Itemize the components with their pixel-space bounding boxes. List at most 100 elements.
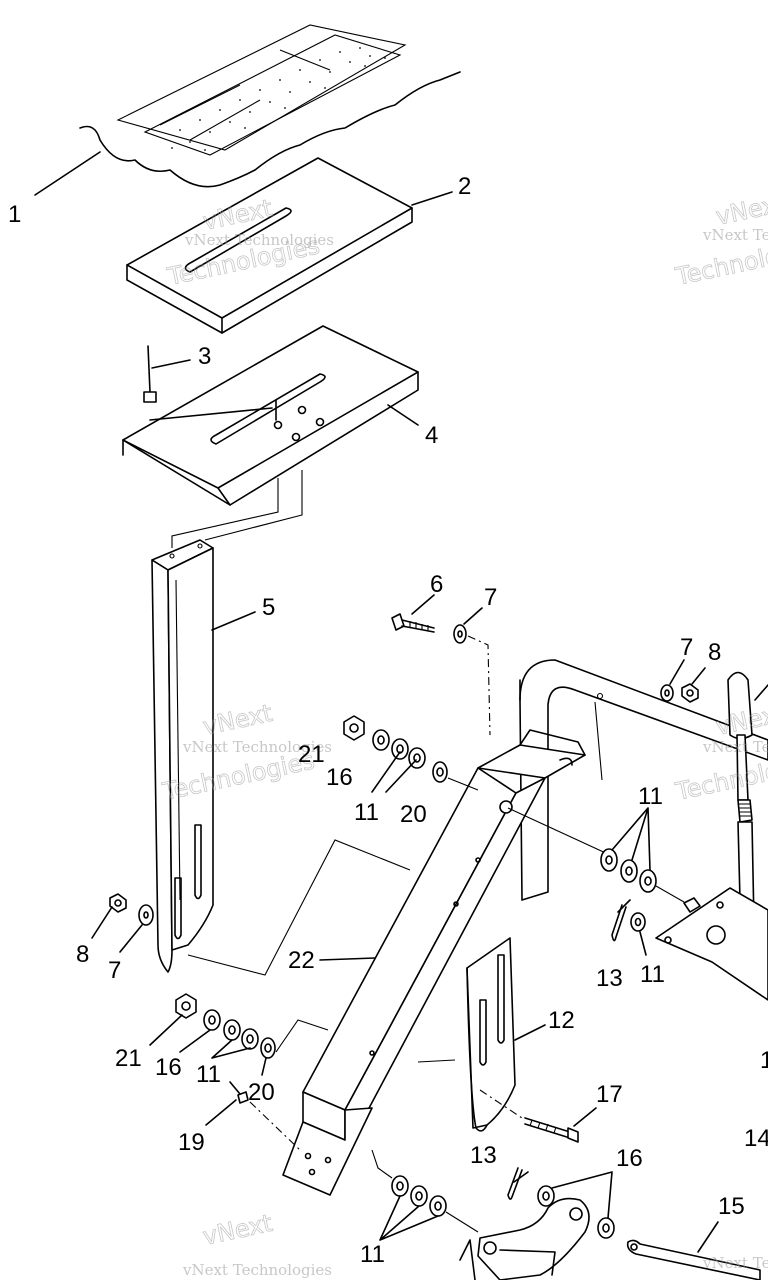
part-12-inner-rail (466, 937, 516, 1132)
pivot-bracket (655, 887, 768, 1001)
leader-6 (411, 594, 435, 615)
axis-upper (447, 777, 611, 856)
svg-text:vNext Technologies: vNext Technologies (184, 231, 334, 249)
callout-11-right: 11 (638, 783, 663, 810)
callout-3: 3 (198, 343, 211, 370)
part-7-washer-right (660, 684, 674, 702)
callout-4: 4 (425, 422, 438, 449)
leader-11d (211, 1039, 251, 1059)
callout-11-lower: 11 (196, 1061, 221, 1088)
svg-text:vNext Technologies: vNext Technologies (702, 738, 768, 756)
callout-21-lower: 21 (115, 1045, 142, 1072)
leader-11e (379, 1195, 439, 1241)
callout-5: 5 (262, 594, 275, 621)
part-21-nut-lower (175, 993, 197, 1019)
part-8-nut-right (681, 683, 699, 703)
callout-21-upper: 21 (298, 741, 325, 768)
link-lower (275, 1019, 329, 1053)
part-20-washer-upper (432, 761, 448, 783)
callout-16-upper: 16 (326, 764, 353, 791)
leader-19 (205, 1099, 237, 1126)
leader-20b (261, 1057, 267, 1076)
part-16-washer-upper (372, 729, 390, 751)
link-arm-plate (459, 1197, 590, 1280)
leader-7c (669, 659, 685, 685)
leader-7a (119, 924, 143, 953)
svg-text:vNext Technologies: vNext Technologies (702, 1254, 768, 1272)
leader-11a (371, 751, 417, 793)
link-5-22 (187, 839, 411, 976)
leader-2 (411, 191, 453, 206)
svg-text:vNext Technologies: vNext Technologies (182, 738, 332, 756)
part-6-bolt (391, 613, 435, 633)
svg-text:vNext: vNext (713, 189, 768, 231)
leader-21b (149, 1014, 183, 1046)
svg-text:vNext: vNext (200, 1209, 274, 1251)
part-11-washers-right (600, 848, 657, 893)
part-11-washer-single (630, 912, 646, 932)
callout-8-left: 8 (76, 941, 89, 968)
leader-7b (463, 607, 483, 625)
callout-11-bottom: 11 (360, 1241, 385, 1268)
part-2-top-plate (126, 157, 413, 334)
part-13-cotter-pin-lower (507, 1167, 529, 1200)
part-8-nut-left (109, 893, 127, 913)
callout-11-upper: 11 (354, 799, 379, 826)
leader-15 (697, 1221, 719, 1253)
callout-7-left: 7 (108, 957, 121, 984)
callout-13-lower: 13 (470, 1142, 497, 1169)
callout-17: 17 (596, 1081, 623, 1108)
callout-22: 22 (288, 947, 315, 974)
callout-13-right: 13 (596, 965, 623, 992)
part-15-rod (626, 1239, 761, 1280)
callout-labels: 1 2 3 4 5 6 7 7 8 21 16 11 20 11 8 7 22 … (8, 173, 768, 1268)
part-21-nut-upper (343, 715, 365, 741)
part-11-washers-upper (391, 738, 426, 769)
callout-8-right: 8 (708, 639, 721, 666)
leader-22 (319, 957, 376, 961)
leader-11c (639, 931, 647, 956)
part-11-washers-bottom (391, 1175, 447, 1217)
dash-19 (249, 1101, 301, 1151)
callout-11-single: 11 (640, 961, 665, 988)
callout-14: 14 (744, 1125, 768, 1152)
part-16-washers-lower-right (537, 1185, 615, 1239)
callout-12: 12 (548, 1007, 575, 1034)
callout-20-upper: 20 (400, 801, 427, 828)
part-11-washers-lower (223, 1019, 259, 1050)
leader-8b (691, 667, 706, 685)
leader-11b (611, 807, 651, 871)
leader-17 (573, 1107, 597, 1127)
part-4-seat-pan (122, 325, 419, 506)
leader-8a (91, 906, 113, 939)
callout-15: 15 (718, 1193, 745, 1220)
watermark: vNext vNext Technologies Technologies vN… (159, 189, 768, 1279)
callout-20-lower: 20 (248, 1079, 275, 1106)
callout-7-right: 7 (680, 634, 693, 661)
leader-4 (387, 404, 419, 426)
callout-7-top: 7 (484, 584, 497, 611)
part-13-cotter-pin-right (611, 899, 631, 942)
callout-2: 2 (458, 173, 471, 200)
axis-bottom (371, 1149, 479, 1233)
callout-1-partial: 1 (760, 1047, 768, 1074)
part-5-slide-rail (151, 539, 214, 973)
part-16-washer-lower (203, 1009, 221, 1031)
callout-16-lower: 16 (155, 1054, 182, 1081)
callout-1: 1 (8, 201, 21, 228)
part-7-washer-left (138, 904, 154, 926)
part-7-washer-top (453, 624, 467, 644)
svg-text:vNext Technologies: vNext Technologies (182, 1261, 332, 1279)
callout-6: 6 (430, 571, 443, 598)
svg-text:vNext Technologies: vNext Technologies (702, 226, 768, 244)
link-12 (417, 1059, 456, 1063)
part-1-seat-cushion (79, 24, 461, 188)
axis-right (655, 885, 685, 903)
leader-16b (179, 1029, 211, 1053)
part-22-lever-arm (282, 729, 586, 1196)
dash-6-22 (467, 635, 491, 736)
link-4-5b (204, 470, 303, 541)
part-3-bolt (143, 345, 191, 403)
